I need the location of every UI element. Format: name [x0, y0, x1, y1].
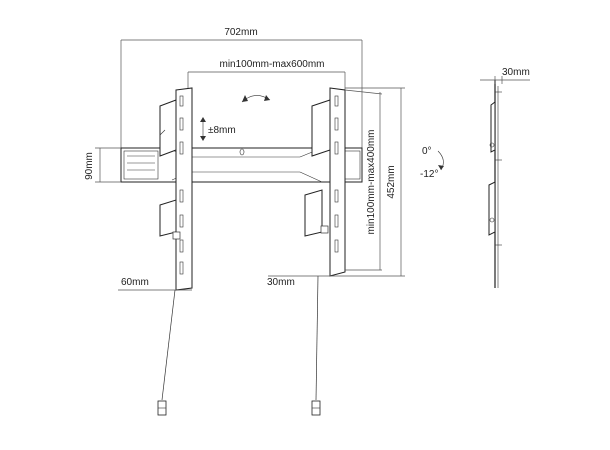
vesa-height-dimension: min100mm-max400mm [344, 89, 383, 271]
left-arm-width-dimension: 60mm [118, 277, 192, 291]
left-arm [157, 87, 193, 416]
vertical-adjust-label: ±8mm [208, 125, 236, 136]
plate-height-dimension: 90mm [84, 147, 121, 183]
plate-height-label: 90mm [84, 152, 95, 180]
tilt-lower-label: -12° [420, 169, 438, 180]
total-height-label: 452mm [386, 165, 397, 198]
overall-width-dimension: 702mm [120, 27, 363, 150]
side-profile [488, 80, 502, 288]
vesa-width-label: min100mm-max600mm [219, 59, 324, 70]
profile-depth-label: 30mm [502, 67, 530, 78]
overall-width-label: 702mm [224, 27, 257, 38]
right-arm [304, 87, 346, 416]
rotation-arrow-icon [241, 95, 271, 103]
tilt-upper-label: 0° [422, 146, 432, 157]
vesa-width-dimension: min100mm-max600mm [187, 59, 346, 90]
wall-plate [120, 147, 363, 183]
right-arm-width-dimension: 30mm [267, 275, 345, 288]
vertical-adjust-indicator: ±8mm [200, 117, 236, 141]
profile-depth-dimension: 30mm [480, 67, 530, 84]
vesa-height-label: min100mm-max400mm [366, 129, 377, 234]
left-arm-width-label: 60mm [121, 277, 149, 288]
total-height-dimension: 452mm [345, 87, 405, 277]
right-arm-width-label: 30mm [267, 277, 295, 288]
tilt-indicator: 0° -12° [420, 146, 444, 180]
